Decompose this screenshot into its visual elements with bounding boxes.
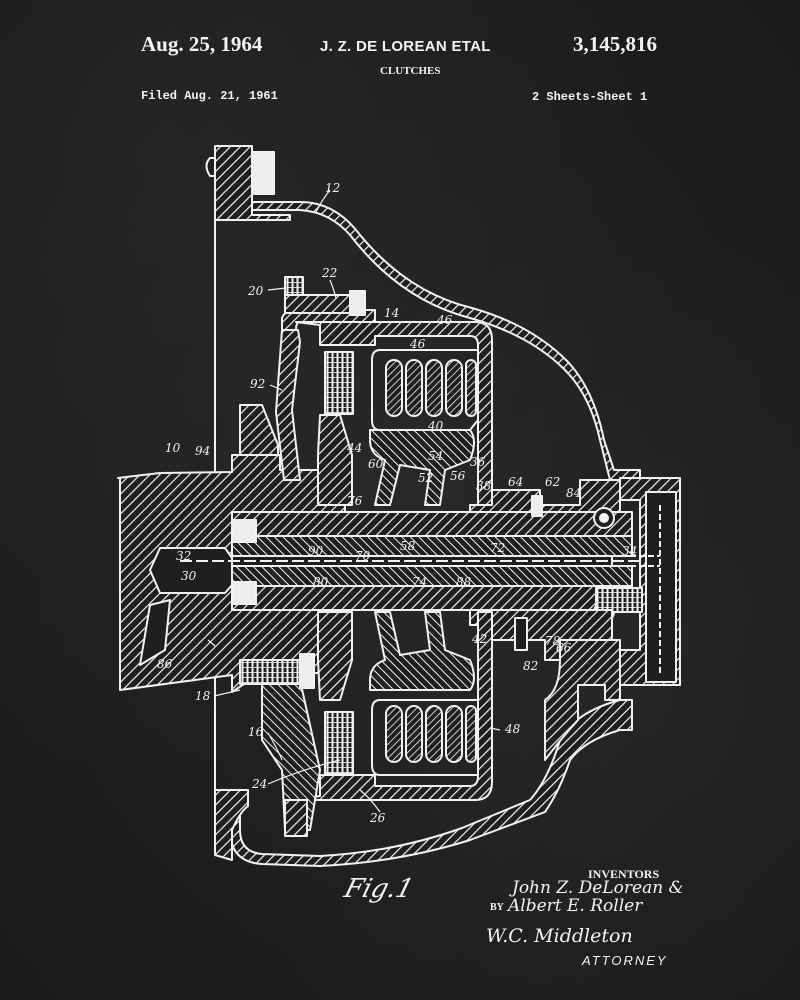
housing-bottom-corner bbox=[214, 789, 249, 861]
figure-label: Fig.1 bbox=[340, 874, 417, 904]
rear-hub-upper bbox=[469, 479, 621, 513]
drum-web-upper bbox=[317, 414, 353, 506]
ref-60: 60 bbox=[368, 457, 384, 471]
bearing-left-upper bbox=[231, 519, 257, 543]
ref-46-inner: 46 bbox=[409, 337, 426, 351]
ref-62: 62 bbox=[545, 475, 560, 489]
bearing-left-lower bbox=[231, 581, 257, 605]
drum-web-lower bbox=[317, 611, 353, 701]
ref-24: 24 bbox=[251, 777, 267, 791]
bolt-18 bbox=[239, 659, 309, 685]
inventors-heading: INVENTORS bbox=[588, 867, 660, 881]
friction-plates-lower bbox=[324, 711, 354, 775]
seal-82 bbox=[514, 617, 528, 651]
ref-76: 76 bbox=[347, 494, 363, 508]
reference-numerals: 12 20 22 14 46 46 92 10 94 44 60 40 36 5… bbox=[157, 181, 637, 825]
housing-lower-right bbox=[544, 639, 621, 761]
ref-54: 54 bbox=[428, 449, 443, 463]
ref-36: 36 bbox=[470, 455, 486, 469]
ref-30: 30 bbox=[181, 569, 197, 583]
bell-housing-shell bbox=[251, 201, 641, 481]
bolt-22-head bbox=[349, 290, 366, 316]
ref-40: 40 bbox=[427, 419, 444, 433]
inventor-line: J. Z. DE LOREAN ETAL bbox=[320, 38, 491, 55]
ref-14: 14 bbox=[384, 306, 399, 320]
leader-lines bbox=[207, 189, 501, 813]
pilot-bore bbox=[149, 547, 233, 594]
ref-86: 86 bbox=[157, 657, 173, 671]
hub-slot bbox=[139, 599, 171, 666]
ref-38: 38 bbox=[476, 479, 492, 493]
ref-92: 92 bbox=[250, 377, 265, 391]
bolt-20 bbox=[284, 276, 304, 296]
ref-58: 58 bbox=[400, 539, 416, 553]
ref-66: 66 bbox=[556, 641, 572, 655]
ref-70: 70 bbox=[355, 549, 371, 563]
ref-90: 90 bbox=[308, 544, 324, 558]
ref-16: 16 bbox=[248, 725, 264, 739]
piston-springs-upper bbox=[385, 359, 477, 417]
attorney-signature: W.C. Middleton bbox=[486, 925, 633, 947]
ref-22: 22 bbox=[321, 266, 337, 280]
ref-72: 72 bbox=[490, 541, 505, 555]
ref-34: 34 bbox=[622, 544, 637, 558]
housing-top-block bbox=[214, 145, 291, 221]
ref-32: 32 bbox=[176, 549, 191, 563]
patent-subject: CLUTCHES bbox=[380, 65, 441, 77]
ref-82: 82 bbox=[523, 659, 538, 673]
lower-nut bbox=[284, 799, 308, 837]
inventor-2-signature: Albert E. Roller bbox=[508, 896, 643, 916]
ref-56: 56 bbox=[450, 469, 466, 483]
ref-48: 48 bbox=[504, 722, 521, 736]
filed-date: Filed Aug. 21, 1961 bbox=[141, 89, 278, 103]
piston-lower bbox=[369, 611, 475, 691]
clutch-drum-upper bbox=[295, 321, 493, 506]
ref-44: 44 bbox=[346, 441, 362, 455]
output-spline bbox=[595, 587, 643, 613]
by-label: BY bbox=[490, 902, 504, 913]
attorney-label: ATTORNEY bbox=[582, 953, 668, 968]
top-bolt-head bbox=[205, 157, 216, 177]
cover-plate-92 bbox=[275, 329, 301, 481]
ref-20: 20 bbox=[247, 284, 264, 298]
bolt-18-head bbox=[299, 653, 315, 689]
flywheel-plate-upper bbox=[239, 404, 279, 456]
friction-plates-upper bbox=[324, 351, 354, 415]
ref-88: 88 bbox=[456, 575, 472, 589]
main-shaft-lower-core bbox=[231, 565, 633, 587]
piston-upper bbox=[369, 429, 475, 506]
main-shaft-core bbox=[231, 535, 633, 557]
piston-springs-lower bbox=[385, 705, 477, 763]
seal-62 bbox=[531, 495, 543, 517]
sheet-count: 2 Sheets-Sheet 1 bbox=[532, 90, 648, 104]
ref-80: 80 bbox=[313, 575, 329, 589]
ref-64: 64 bbox=[508, 475, 523, 489]
ref-10: 10 bbox=[165, 441, 181, 455]
ref-78: 78 bbox=[545, 634, 561, 648]
ref-42: 42 bbox=[471, 632, 487, 646]
ref-18: 18 bbox=[195, 689, 211, 703]
main-shaft-upper bbox=[231, 511, 633, 537]
ref-26: 26 bbox=[369, 811, 386, 825]
ref-94: 94 bbox=[195, 444, 210, 458]
main-shaft-lower bbox=[231, 585, 633, 611]
spring-retainer-lower bbox=[371, 699, 479, 776]
ref-74: 74 bbox=[412, 575, 427, 589]
top-bolt bbox=[251, 151, 275, 195]
inventor-1-signature: John Z. DeLorean & bbox=[512, 878, 684, 898]
clutch-drum-lower bbox=[295, 611, 493, 801]
patent-number: 3,145,816 bbox=[573, 32, 657, 56]
ref-46-top: 46 bbox=[436, 313, 453, 327]
bolt-22-shank bbox=[284, 294, 361, 314]
ref-84: 84 bbox=[566, 486, 581, 500]
ref-52: 52 bbox=[418, 471, 433, 485]
issue-date: Aug. 25, 1964 bbox=[141, 32, 263, 56]
